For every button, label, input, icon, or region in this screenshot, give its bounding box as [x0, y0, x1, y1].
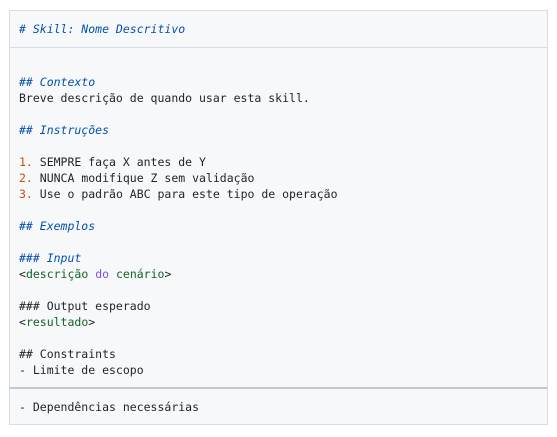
- code-block-footer: - Dependências necessárias: [9, 389, 548, 425]
- dependencies-item: - Dependências necessárias: [19, 400, 200, 414]
- output-placeholder: <resultado>: [19, 314, 95, 330]
- tag-close: >: [88, 315, 96, 329]
- instruction-item: 2. NUNCA modifique Z sem validação: [19, 170, 254, 186]
- tag-space: [109, 267, 116, 281]
- constraints-item: - Limite de escopo: [19, 363, 144, 377]
- code-block-header: # Skill: Nome Descritivo: [9, 10, 548, 47]
- code-block-body: ## Contexto Breve descrição de quando us…: [9, 47, 548, 389]
- skill-title-heading: # Skill: Nome Descritivo: [19, 22, 186, 36]
- examples-heading: ## Exemplos: [19, 219, 96, 233]
- instruction-text: SEMPRE faça X antes de Y: [32, 155, 206, 169]
- tag-keyword: do: [95, 267, 110, 281]
- constraints-heading: ## Constraints: [19, 347, 116, 361]
- tag-close: >: [164, 267, 172, 281]
- context-heading: ## Contexto: [19, 75, 96, 89]
- tag-word: cenário: [115, 267, 165, 281]
- input-heading: ### Input: [19, 251, 82, 265]
- list-number: 3.: [19, 187, 33, 201]
- instruction-item: 1. SEMPRE faça X antes de Y: [19, 154, 206, 170]
- list-number: 1.: [19, 155, 33, 169]
- instruction-item: 3. Use o padrão ABC para este tipo de op…: [19, 186, 338, 202]
- output-heading: ### Output esperado: [19, 299, 151, 313]
- tag-word: descrição: [25, 267, 89, 281]
- tag-open: <: [19, 267, 26, 281]
- instruction-text: Use o padrão ABC para este tipo de opera…: [32, 187, 338, 201]
- tag-word: resultado: [25, 315, 89, 329]
- instruction-text: NUNCA modifique Z sem validação: [32, 171, 255, 185]
- list-number: 2.: [19, 171, 33, 185]
- context-text: Breve descrição de quando usar esta skil…: [19, 91, 310, 105]
- tag-open: <: [19, 315, 26, 329]
- input-placeholder: <descrição do cenário>: [19, 266, 171, 282]
- instructions-heading: ## Instruções: [19, 123, 110, 137]
